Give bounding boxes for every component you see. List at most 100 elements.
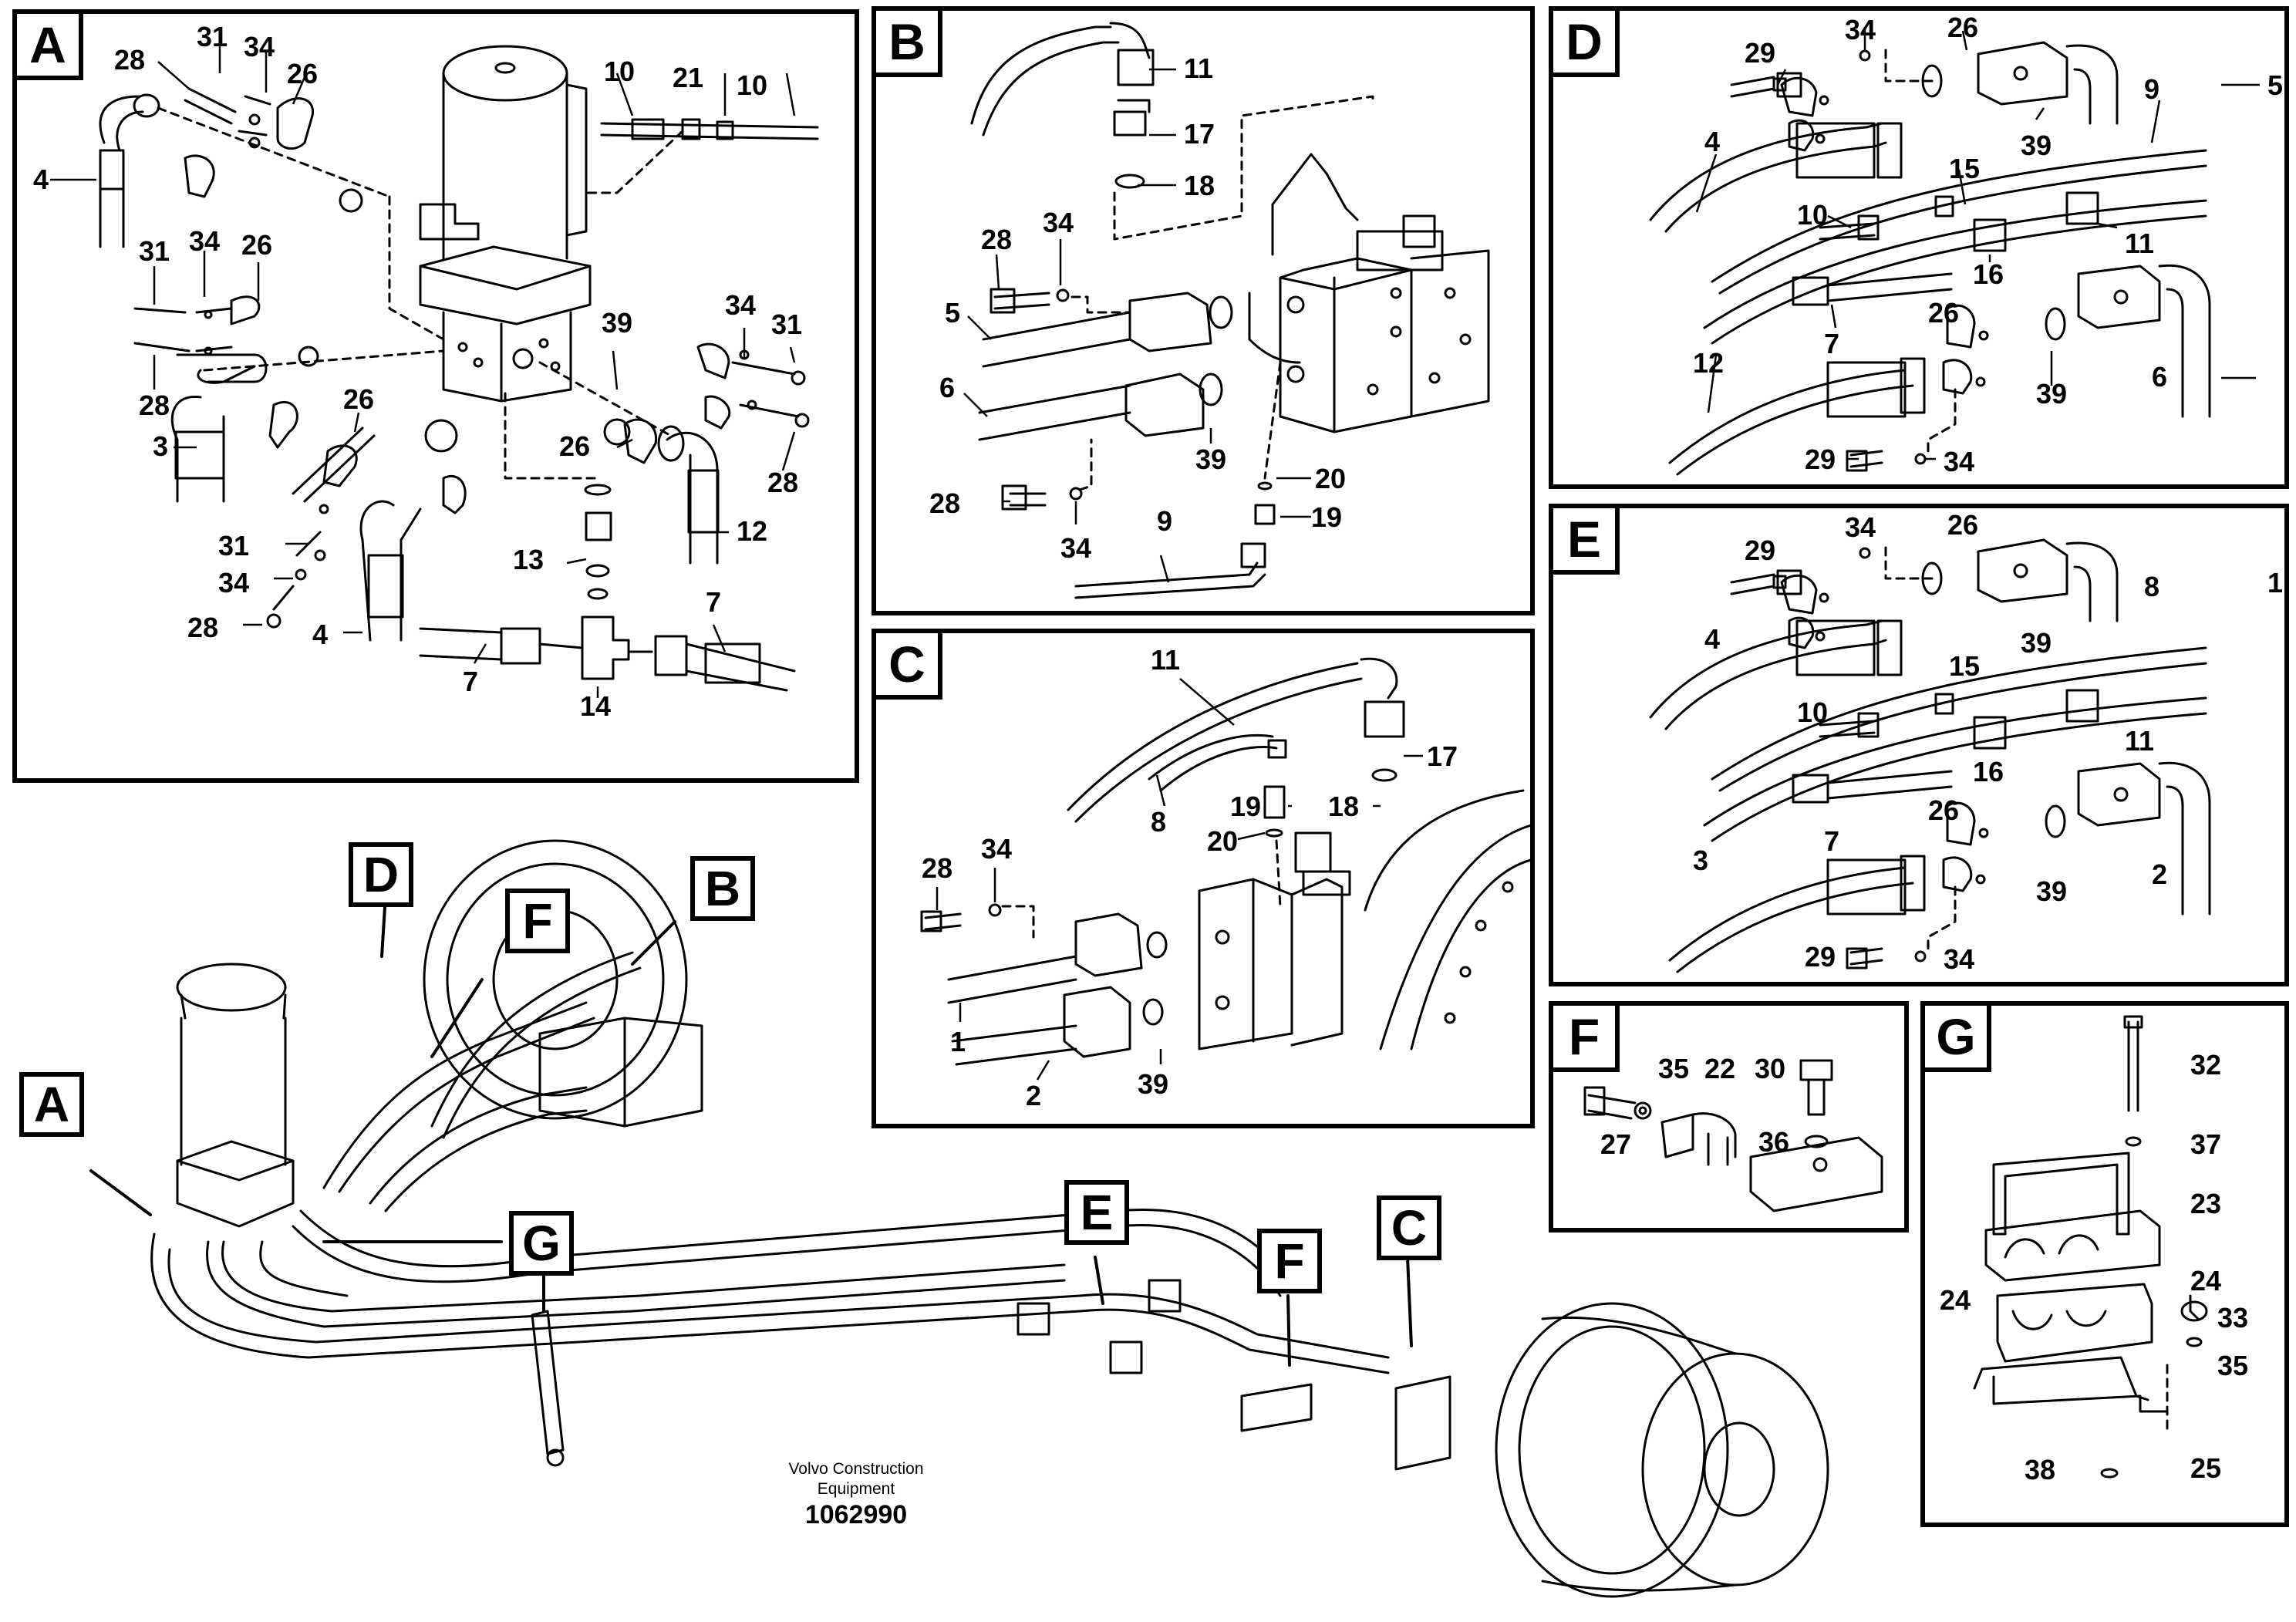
panel-f: F [1549, 1001, 1909, 1233]
part-label: 31 [139, 235, 170, 267]
part-label: 7 [463, 666, 479, 697]
part-label: 16 [1973, 756, 2004, 787]
part-label: 3 [1693, 845, 1709, 876]
part-label: 14 [580, 690, 612, 722]
part-label: 24 [2190, 1265, 2222, 1297]
part-label: 34 [1845, 511, 1876, 543]
part-label: 4 [1704, 126, 1721, 157]
part-label: 30 [1755, 1053, 1786, 1084]
part-label: 8 [2144, 571, 2160, 602]
part-label: 26 [343, 383, 375, 415]
panel-b-art [970, 22, 1490, 599]
panel-e-letter: E [1553, 508, 1620, 575]
part-label: 36 [1758, 1126, 1790, 1158]
part-label: 34 [1944, 446, 1975, 477]
part-label: 6 [939, 372, 956, 403]
part-label: 26 [559, 430, 591, 462]
part-label: 29 [1745, 37, 1776, 69]
part-label: 26 [1928, 794, 1960, 826]
part-label: 34 [1060, 532, 1092, 564]
part-label: 34 [1944, 943, 1975, 975]
part-label: 22 [1704, 1053, 1736, 1084]
overview-callout-g: G [509, 1211, 574, 1276]
panel-c-letter: C [876, 633, 942, 700]
part-label: 17 [1184, 118, 1215, 150]
part-label: 28 [187, 612, 219, 643]
panel-c-art [920, 657, 1532, 1066]
panel-f-art [1583, 1059, 1883, 1212]
part-label: 7 [1824, 825, 1840, 857]
panel-a-art [99, 45, 819, 692]
panel-b: B [872, 6, 1535, 615]
part-label: 34 [981, 833, 1013, 865]
panel-g-art [1973, 1015, 2208, 1479]
part-label: 28 [139, 389, 170, 421]
part-label: 33 [2217, 1302, 2249, 1334]
publisher-name: Volvo Construction Equipment [740, 1459, 972, 1499]
part-label: 3 [153, 430, 169, 462]
overview-callout-a: A [19, 1072, 84, 1137]
part-label: 35 [1658, 1053, 1690, 1084]
part-label: 34 [1043, 207, 1074, 238]
part-label: 12 [737, 515, 768, 547]
panel-e: E [1549, 504, 2289, 986]
panel-b-letter: B [876, 11, 942, 77]
part-label: 10 [737, 69, 768, 101]
part-label: 2 [2152, 858, 2168, 890]
part-label: 37 [2190, 1128, 2222, 1160]
publisher-line-1: Volvo Construction [788, 1460, 924, 1478]
part-label: 28 [929, 487, 961, 519]
part-label: 24 [1940, 1284, 1971, 1316]
part-label: 26 [1947, 509, 1979, 541]
part-label: 31 [197, 21, 228, 52]
part-label: 34 [218, 567, 250, 599]
part-label: 11 [1184, 52, 1214, 84]
part-label: 9 [1157, 505, 1173, 537]
panel-e-art [1649, 538, 2211, 973]
panel-g: G [1920, 1001, 2289, 1527]
illustration-number: 1062990 [804, 1500, 908, 1529]
part-label: 12 [1693, 347, 1725, 379]
part-label: 6 [2152, 361, 2168, 393]
part-label: 28 [981, 224, 1013, 255]
part-label: 31 [218, 530, 250, 561]
part-label: 39 [2036, 875, 2068, 907]
part-label: 28 [922, 852, 953, 884]
part-label: 19 [1230, 791, 1262, 822]
part-label: 15 [1949, 650, 1981, 682]
part-label: 34 [189, 225, 221, 257]
part-label: 17 [1427, 740, 1458, 772]
part-label: 19 [1311, 501, 1343, 533]
panel-d-art [1649, 41, 2211, 476]
overview-callout-f: F [505, 889, 570, 953]
panel-d-letter: D [1553, 11, 1620, 77]
part-label: 4 [1704, 623, 1721, 655]
part-label: 10 [604, 56, 636, 87]
part-label: 10 [1797, 199, 1829, 231]
part-label: 8 [1151, 806, 1167, 838]
part-label: 5 [2267, 69, 2284, 101]
part-label: 1 [950, 1026, 966, 1057]
part-label: 34 [1845, 14, 1876, 46]
part-label: 39 [1138, 1068, 1169, 1100]
panel-f-letter: F [1553, 1006, 1620, 1072]
part-label: 39 [2036, 378, 2068, 410]
panel-g-letter: G [1925, 1006, 1991, 1072]
overview-callout-b: B [690, 856, 755, 921]
part-label: 26 [1928, 297, 1960, 329]
part-label: 29 [1805, 941, 1836, 973]
part-label: 13 [513, 544, 544, 575]
part-label: 11 [1151, 644, 1181, 676]
panel-d: D [1549, 6, 2289, 489]
panel-a-letter: A [17, 14, 83, 80]
part-label: 10 [1797, 696, 1829, 728]
part-label: 34 [725, 289, 757, 321]
part-label: 1 [2267, 567, 2284, 599]
part-label: 26 [287, 58, 319, 89]
part-label: 7 [706, 586, 722, 618]
part-label: 35 [2217, 1350, 2249, 1381]
part-label: 39 [1195, 443, 1227, 475]
part-label: 23 [2190, 1188, 2222, 1219]
part-label: 29 [1805, 443, 1836, 475]
